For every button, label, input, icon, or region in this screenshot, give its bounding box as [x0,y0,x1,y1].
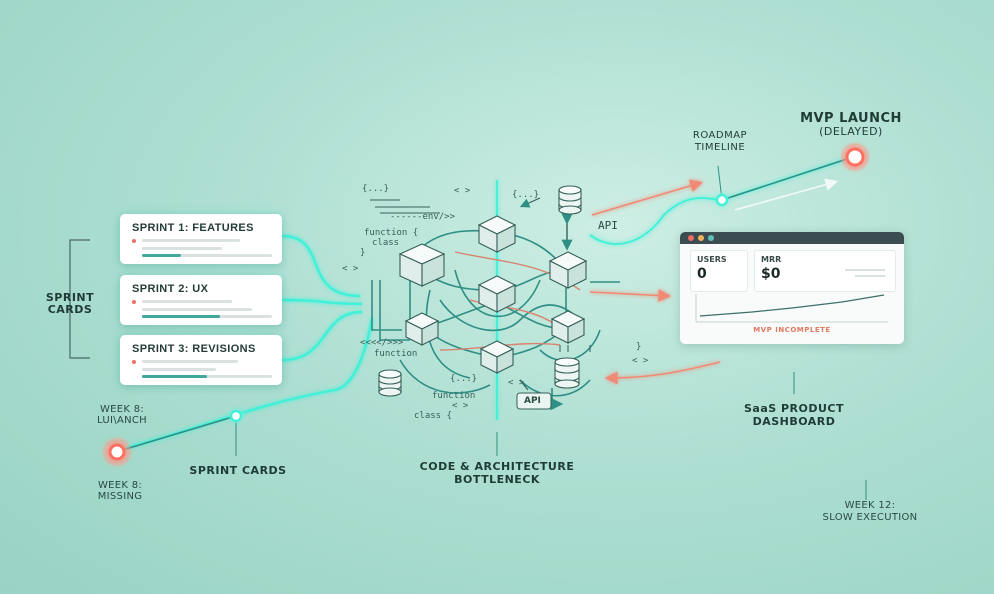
code-snippet: class [372,238,400,248]
metric-value: $0 [761,266,781,282]
roadmap-timeline-label: ROADMAP TIMELINE [692,130,748,153]
cube-bottom [479,340,515,374]
code-snippet: < > [632,356,649,366]
cube-low-right [550,310,586,344]
sprint-progress-fill [142,375,207,378]
code-snippet: ------env/>> [390,212,456,222]
week12-label: WEEK 12: SLOW EXECUTION [822,500,918,523]
minimize-dot-icon [698,235,704,241]
sprint-node [229,409,243,423]
metric-mrr: MRR $0 [754,250,896,292]
code-snippet: function [432,391,476,401]
sprint-card-2[interactable]: SPRINT 2: UX [120,275,282,325]
week8-missing-node [103,438,131,466]
sprint-progress-fill [142,315,220,318]
database-icon-top [558,185,582,215]
code-snippet: {...} [450,374,478,384]
code-snippet: {...} [362,184,390,194]
sprint-progress-bar [142,254,272,257]
code-snippet: < > [508,378,525,388]
architecture-cubes [398,215,588,374]
cube-left [398,243,446,287]
code-snippet: < > [342,264,359,274]
metric-label: MRR [761,255,782,264]
bottleneck-label: CODE & ARCHITECTURE BOTTLENECK [419,460,575,486]
code-snippet: < > [452,401,469,411]
dashboard-caption: MVP INCOMPLETE [753,326,831,334]
database-icons [378,185,582,397]
saas-dashboard-window[interactable]: USERS 0 MRR $0 MVP INCOMPLETE [680,232,904,344]
roadmap-node [715,193,729,207]
sprint-card-3[interactable]: SPRINT 3: REVISIONS [120,335,282,385]
sprint-cards-group-label: SPRINT CARDS [45,291,95,316]
mvp-launch-title: MVP LAUNCH (DELAYED) [800,111,902,138]
code-snippet: <<<</>>> [360,338,404,348]
window-titlebar [680,232,904,244]
metric-value: 0 [697,266,707,282]
code-snippet: function { [364,228,419,238]
dashboard-line-chart [695,294,888,323]
api-badge [516,392,552,410]
metric-users: USERS 0 [690,250,748,292]
sprint-bracket [69,239,90,359]
database-icon-bottom [554,357,580,389]
metric-label: USERS [697,255,727,264]
cube-right [548,251,588,289]
code-snippet: } [636,342,642,352]
close-dot-icon [688,235,694,241]
sprint-card-1[interactable]: SPRINT 1: FEATURES [120,214,282,264]
code-snippet: class { [414,411,452,421]
api-label-bottom: API [524,396,541,406]
sprint-cards-label: SPRINT CARDS [189,464,287,477]
code-snippet: {...} [512,190,540,200]
cube-center [477,275,517,313]
week8-launch-label: WEEK 8: LUI\ANCH [97,404,147,426]
sprint-progress-bar [142,315,272,318]
code-snippet: } [360,248,366,258]
code-snippet: < > [454,186,471,196]
cube-low-left [404,312,440,346]
saas-dashboard-label: SaaS PRODUCT DASHBOARD [743,402,845,428]
sprint-progress-bar [142,375,272,378]
sprint-card-title: SPRINT 1: FEATURES [132,222,254,234]
sprint-card-title: SPRINT 2: UX [132,283,209,295]
maximize-dot-icon [708,235,714,241]
code-snippet: function [374,349,418,359]
database-icon-left [378,369,402,397]
week8-missing-label: WEEK 8: MISSING [97,480,143,502]
mvp-launch-node [841,143,869,171]
sprint-progress-fill [142,254,181,257]
cube-top [477,215,517,253]
roadmap-timeline-line [721,157,851,201]
api-label-top: API [598,219,618,232]
sprint-card-title: SPRINT 3: REVISIONS [132,343,256,355]
